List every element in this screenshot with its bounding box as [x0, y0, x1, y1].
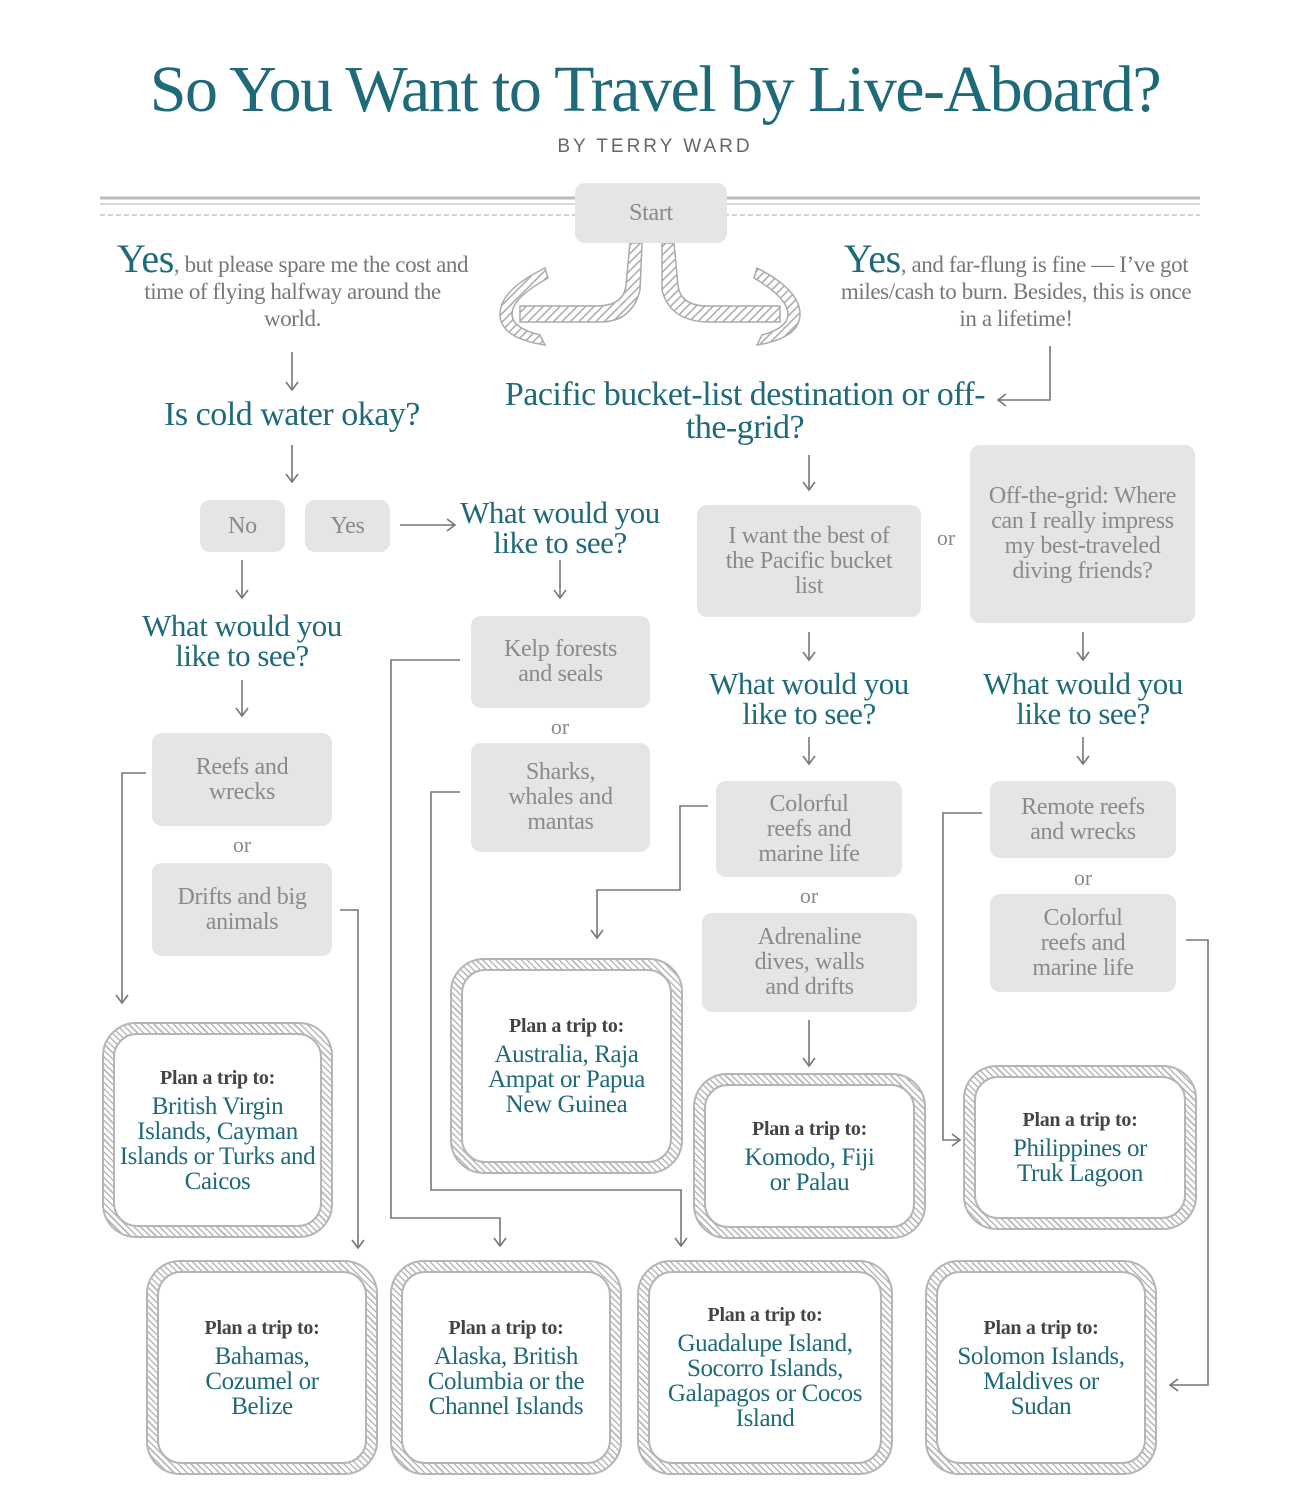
no-box: No: [200, 500, 285, 552]
plan-label: Plan a trip to:: [752, 1117, 867, 1140]
plan-label: Plan a trip to:: [1022, 1109, 1138, 1131]
destination-alaska: Plan a trip to: Alaska, British Columbia …: [390, 1260, 622, 1475]
destination-bvi: Plan a trip to: British Virgin Islands, C…: [102, 1022, 333, 1238]
yes-farflung-text: , and far-flung is fine — I’ve got miles…: [840, 252, 1192, 331]
cold-water-question: Is cold water okay?: [164, 396, 420, 433]
yes-nearby-option: Yes, but please spare me the cost and ti…: [115, 239, 470, 332]
destination-text: British Virgin Islands, Cayman Islands o…: [119, 1092, 316, 1195]
page-title: So You Want to Travel by Live-Aboard?: [149, 53, 1162, 126]
pacific-question: Pacific bucket-list destination or off-t…: [504, 376, 986, 446]
see-question-warm: What would you like to see?: [142, 608, 342, 673]
see-question-offgrid: What would you like to see?: [983, 666, 1183, 731]
or-label: or: [799, 883, 819, 908]
destination-text: Solomon Islands, Maldives or Sudan: [957, 1342, 1125, 1420]
plan-label: Plan a trip to:: [204, 1316, 320, 1339]
pacific-best-box: I want the best of the Pacific bucket li…: [697, 505, 921, 617]
bucket-colorful-reefs-box: Colorful reefs and marine life: [716, 781, 902, 877]
destination-solomon: Plan a trip to: Solomon Islands, Maldives…: [925, 1260, 1157, 1475]
see-question-bucket: What would you like to see?: [709, 666, 909, 731]
destination-komodo: Plan a trip to: Komodo, Fiji or Palau: [693, 1073, 926, 1239]
yes-box: Yes: [305, 500, 390, 552]
plan-label: Plan a trip to:: [160, 1066, 275, 1089]
reefs-wrecks-box: Reefs and wrecks: [152, 733, 332, 826]
destination-text: Philippines or Truk Lagoon: [1013, 1135, 1147, 1187]
or-label: or: [936, 525, 956, 550]
destination-text: Komodo, Fiji or Palau: [744, 1143, 875, 1196]
kelp-seals-box: Kelp forests and seals: [471, 616, 650, 708]
destination-text: Bahamas, Cozumel or Belize: [205, 1342, 319, 1420]
sharks-whales-box: Sharks, whales and mantas: [471, 743, 650, 852]
adrenaline-dives-box: Adrenaline dives, walls and drifts: [702, 913, 917, 1012]
start-box: Start: [575, 183, 727, 243]
yes-label: Yes: [116, 236, 174, 281]
drifts-animals-box: Drifts and big animals: [152, 863, 332, 956]
destination-guadalupe: Plan a trip to: Guadalupe Island, Socorro…: [637, 1260, 893, 1475]
yes-label: Yes: [843, 236, 901, 281]
plan-label: Plan a trip to:: [983, 1316, 1099, 1339]
yes-nearby-text: , but please spare me the cost and time …: [144, 252, 469, 331]
or-label: or: [232, 832, 252, 857]
offgrid-box: Off-the-grid: Where can I really impress…: [970, 445, 1195, 623]
destination-philippines: Plan a trip to: Philippines or Truk Lagoo…: [963, 1065, 1197, 1230]
destination-text: Alaska, British Columbia or the Channel …: [427, 1342, 585, 1420]
destination-australia: Plan a trip to: Australia, Raja Ampat or …: [450, 958, 683, 1174]
rope-arrows-icon: [499, 242, 801, 346]
or-label: or: [550, 714, 570, 739]
plan-label: Plan a trip to:: [448, 1316, 564, 1339]
destination-text: Guadalupe Island, Socorro Islands, Galap…: [667, 1330, 863, 1432]
or-label: or: [1073, 865, 1093, 890]
destination-text: Australia, Raja Ampat or Papua New Guine…: [488, 1041, 645, 1118]
offgrid-colorful-reefs-box: Colorful reefs and marine life: [990, 894, 1176, 992]
destination-bahamas: Plan a trip to: Bahamas, Cozumel or Beliz…: [146, 1260, 378, 1475]
yes-farflung-option: Yes, and far-flung is fine — I’ve got mi…: [830, 239, 1202, 332]
plan-label: Plan a trip to:: [509, 1015, 624, 1037]
see-question-cold: What would you like to see?: [460, 495, 660, 560]
plan-label: Plan a trip to:: [707, 1304, 823, 1326]
remote-reefs-box: Remote reefs and wrecks: [990, 781, 1176, 858]
byline: BY TERRY WARD: [557, 136, 753, 157]
